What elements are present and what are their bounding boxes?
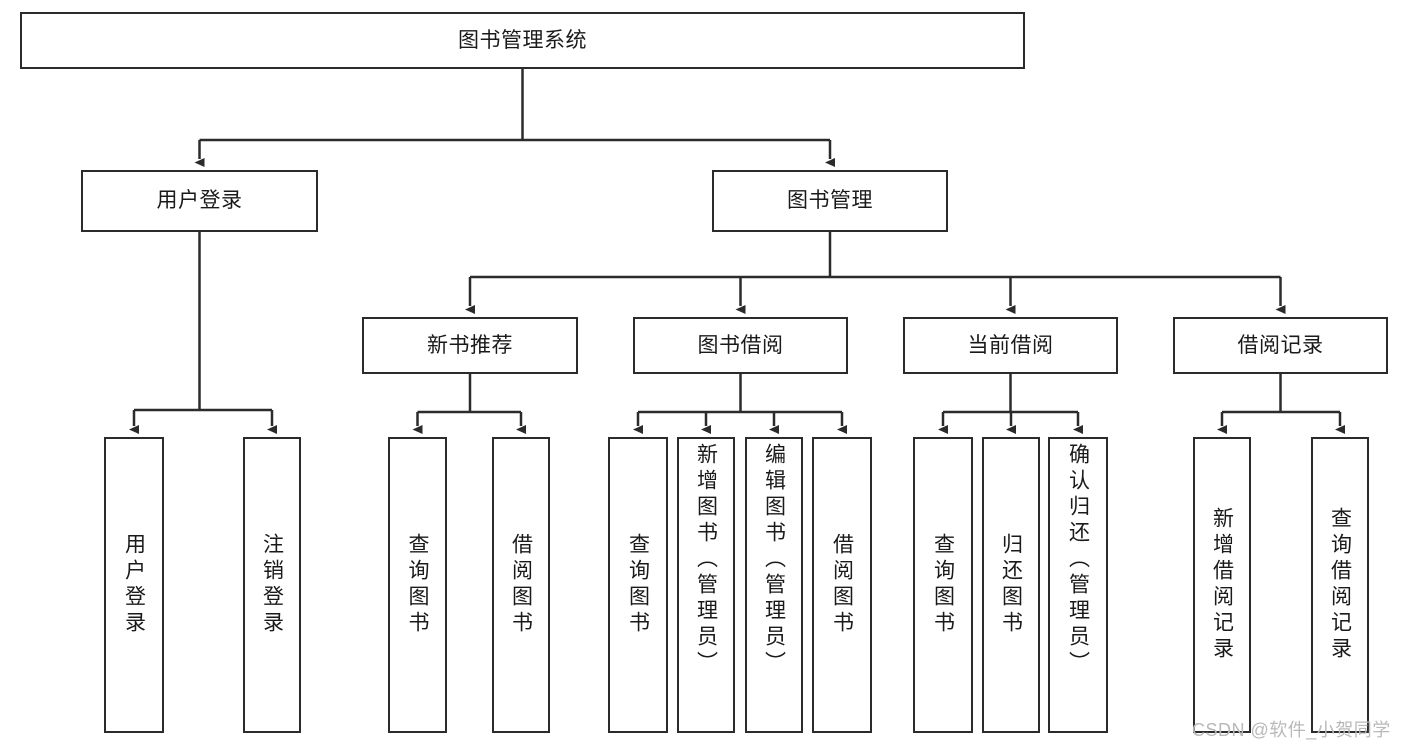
node-new-book-recommend[interactable]: 新书推荐	[362, 317, 578, 374]
node-leaf-borrow-book-1[interactable]: 借阅图书	[492, 437, 550, 733]
node-leaf-confirm-return[interactable]: 确认归还（管理员）	[1048, 437, 1108, 733]
node-label: 查询图书	[931, 533, 955, 637]
node-label: 图书借阅	[697, 333, 784, 357]
node-borrow-record[interactable]: 借阅记录	[1173, 317, 1388, 374]
node-label: 查询图书	[406, 533, 429, 637]
node-leaf-add-record[interactable]: 新增借阅记录	[1193, 437, 1251, 733]
node-label: 查询借阅记录	[1328, 507, 1352, 663]
node-label: 注销登录	[260, 533, 284, 637]
node-label: 编辑图书（管理员）	[762, 443, 786, 677]
node-label: 用户登录	[156, 189, 243, 213]
node-label: 当前借阅	[967, 333, 1054, 357]
node-leaf-query-book-3[interactable]: 查询图书	[913, 437, 973, 733]
node-label: 归还图书	[999, 533, 1023, 637]
node-book-borrow[interactable]: 图书借阅	[633, 317, 848, 374]
node-leaf-edit-book[interactable]: 编辑图书（管理员）	[745, 437, 803, 733]
node-leaf-borrow-book-2[interactable]: 借阅图书	[812, 437, 872, 733]
node-label: 借阅记录	[1237, 333, 1324, 357]
node-user-login[interactable]: 用户登录	[81, 170, 318, 232]
node-leaf-add-book[interactable]: 新增图书（管理员）	[677, 437, 735, 733]
watermark-text: CSDN @软件_小贺同学	[1192, 720, 1391, 740]
node-label: 借阅图书	[830, 533, 854, 637]
node-leaf-query-book-1[interactable]: 查询图书	[388, 437, 447, 733]
node-label: 确认归还（管理员）	[1066, 443, 1090, 677]
node-label: 图书管理系统	[458, 28, 587, 52]
node-leaf-user-login[interactable]: 用户登录	[104, 437, 164, 733]
node-leaf-return-book[interactable]: 归还图书	[982, 437, 1040, 733]
node-label: 新书推荐	[427, 333, 513, 357]
node-label: 新增图书（管理员）	[694, 443, 718, 677]
node-current-borrow[interactable]: 当前借阅	[903, 317, 1118, 374]
node-label: 新增借阅记录	[1210, 507, 1234, 663]
node-book-manage[interactable]: 图书管理	[712, 170, 948, 232]
node-root[interactable]: 图书管理系统	[20, 12, 1025, 69]
node-leaf-query-record[interactable]: 查询借阅记录	[1311, 437, 1369, 733]
node-leaf-query-book-2[interactable]: 查询图书	[608, 437, 668, 733]
node-label: 查询图书	[626, 533, 650, 637]
node-label: 用户登录	[122, 533, 146, 637]
node-leaf-logout[interactable]: 注销登录	[243, 437, 301, 733]
node-label: 借阅图书	[509, 533, 533, 637]
node-label: 图书管理	[787, 189, 873, 213]
